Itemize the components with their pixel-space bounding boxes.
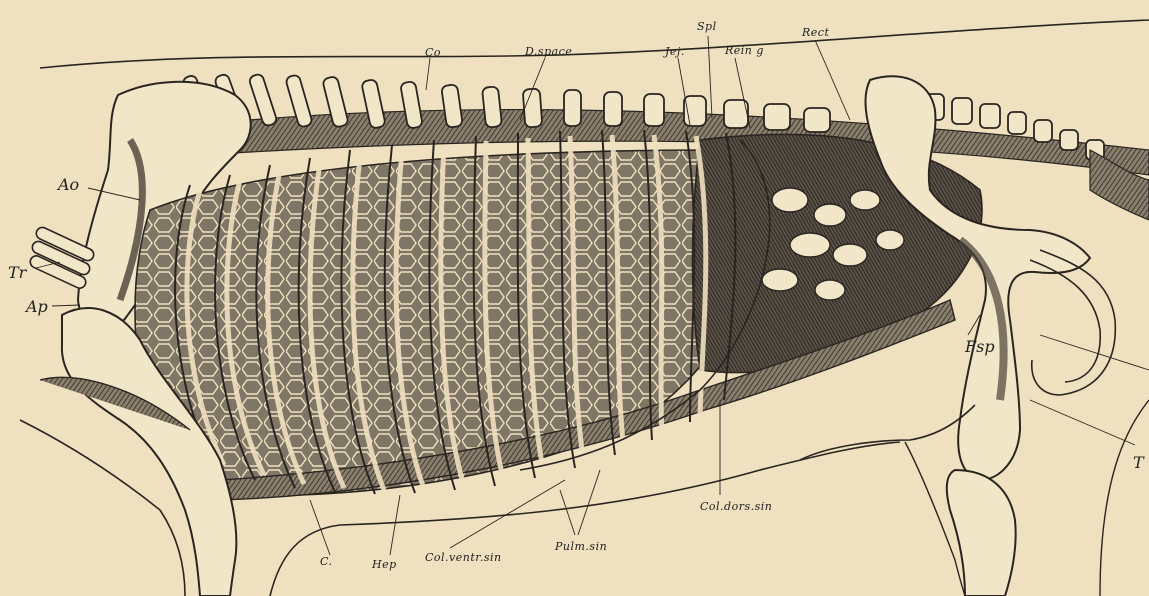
label-co: Co xyxy=(425,46,441,59)
label-col-ventr-sin: Col.ventr.sin xyxy=(425,551,502,564)
label-ap: Ap xyxy=(24,297,48,316)
label-fsp: Fsp xyxy=(964,337,995,356)
label-spl: Spl xyxy=(697,20,717,33)
label-t: T xyxy=(1133,453,1145,472)
label-jej: Jej. xyxy=(663,45,685,58)
label-col-dors-sin: Col.dors.sin xyxy=(700,500,772,513)
label-d-space: D.space xyxy=(524,45,572,58)
label-tr: Tr xyxy=(8,263,28,282)
label-c: C. xyxy=(320,555,333,568)
label-hep: Hep xyxy=(371,558,397,571)
label-ao: Ao xyxy=(56,175,79,194)
label-pulm-sin: Pulm.sin xyxy=(554,540,607,553)
label-rein-g: Rein g xyxy=(724,44,764,57)
label-rect: Rect xyxy=(801,26,829,39)
